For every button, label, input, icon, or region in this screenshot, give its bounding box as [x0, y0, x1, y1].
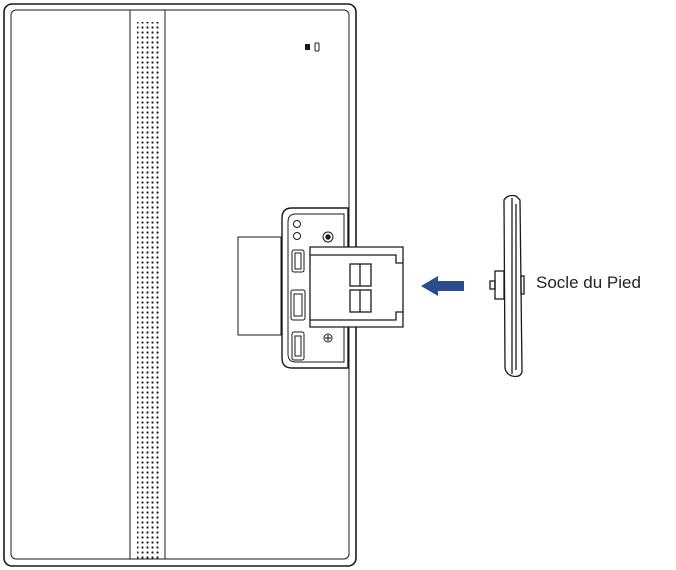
rear-label-panel — [237, 236, 282, 336]
stand-base-label: Socle du Pied — [536, 273, 641, 292]
stand-base — [489, 194, 525, 378]
audio-port — [293, 220, 301, 228]
audio-port-2 — [293, 232, 301, 240]
arrow-left-icon — [421, 276, 464, 296]
kensington-lock-icon — [305, 42, 320, 52]
monitor-back — [3, 3, 357, 567]
ports — [290, 220, 334, 361]
power-port — [322, 231, 334, 243]
monitor-inner-frame — [10, 9, 350, 560]
screw-icon — [323, 333, 333, 343]
stand-bracket — [309, 246, 404, 328]
ventilation-grille — [137, 22, 160, 560]
vga-port — [290, 289, 306, 321]
monitor-outer-frame — [3, 3, 357, 567]
connector-panel — [281, 207, 349, 369]
dvi-port — [291, 331, 305, 361]
hdmi-port — [291, 249, 305, 273]
